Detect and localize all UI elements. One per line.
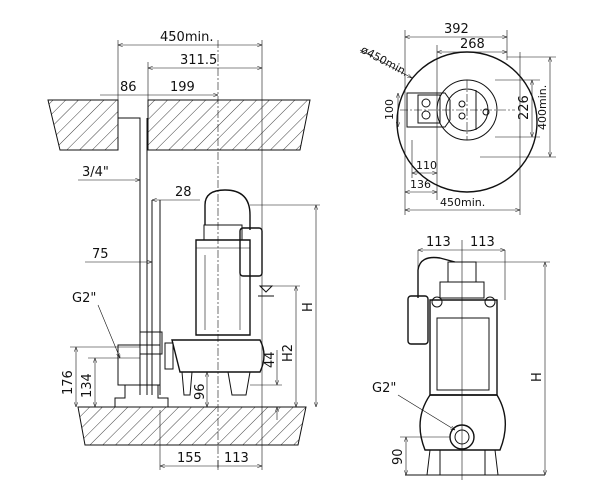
dim-86: 86	[120, 80, 137, 95]
dim-113-front-right: 113	[470, 235, 495, 250]
dim-28: 28	[175, 185, 192, 200]
dim-h-side: H	[301, 302, 316, 312]
dim-311-5: 311.5	[180, 53, 217, 68]
dim-75: 75	[92, 247, 109, 262]
dim-450min-top: 450min.	[440, 196, 485, 209]
dim-110: 110	[416, 159, 437, 172]
dim-199: 199	[170, 80, 195, 95]
dim-diameter-450min: ø450min.	[359, 43, 411, 79]
dim-176: 176	[61, 370, 76, 395]
dim-134: 134	[80, 373, 95, 398]
dim-h-front: H	[530, 372, 545, 382]
dim-155: 155	[177, 451, 202, 466]
label-g2-side: G2"	[72, 291, 96, 306]
floor-slab	[77, 406, 307, 446]
side-view: 450min. 311.5 86 199 3/4" 28 75 G2" 155 …	[47, 30, 320, 470]
dim-90: 90	[391, 448, 406, 465]
ceiling-slab-right	[147, 99, 311, 151]
dim-226: 226	[517, 95, 532, 120]
ceiling-slab	[47, 99, 119, 151]
dim-100: 100	[383, 99, 396, 120]
dim-136: 136	[410, 178, 431, 191]
dim-392: 392	[444, 22, 469, 37]
label-g2-front: G2"	[372, 381, 396, 396]
dim-h2: H2	[281, 344, 296, 362]
dim-3-4-inch: 3/4"	[82, 165, 109, 180]
dim-450min: 450min.	[160, 30, 213, 45]
dim-113-front-left: 113	[426, 235, 451, 250]
dim-113-side: 113	[224, 451, 249, 466]
dim-268: 268	[460, 37, 485, 52]
dim-400min: 400min.	[536, 85, 549, 130]
dim-44: 44	[263, 351, 278, 368]
front-view: 113 113 G2" 90 H	[372, 235, 550, 480]
dim-96: 96	[193, 383, 208, 400]
top-view: 392 268 ø450min. 100 226 400min. 110 136…	[359, 22, 556, 215]
